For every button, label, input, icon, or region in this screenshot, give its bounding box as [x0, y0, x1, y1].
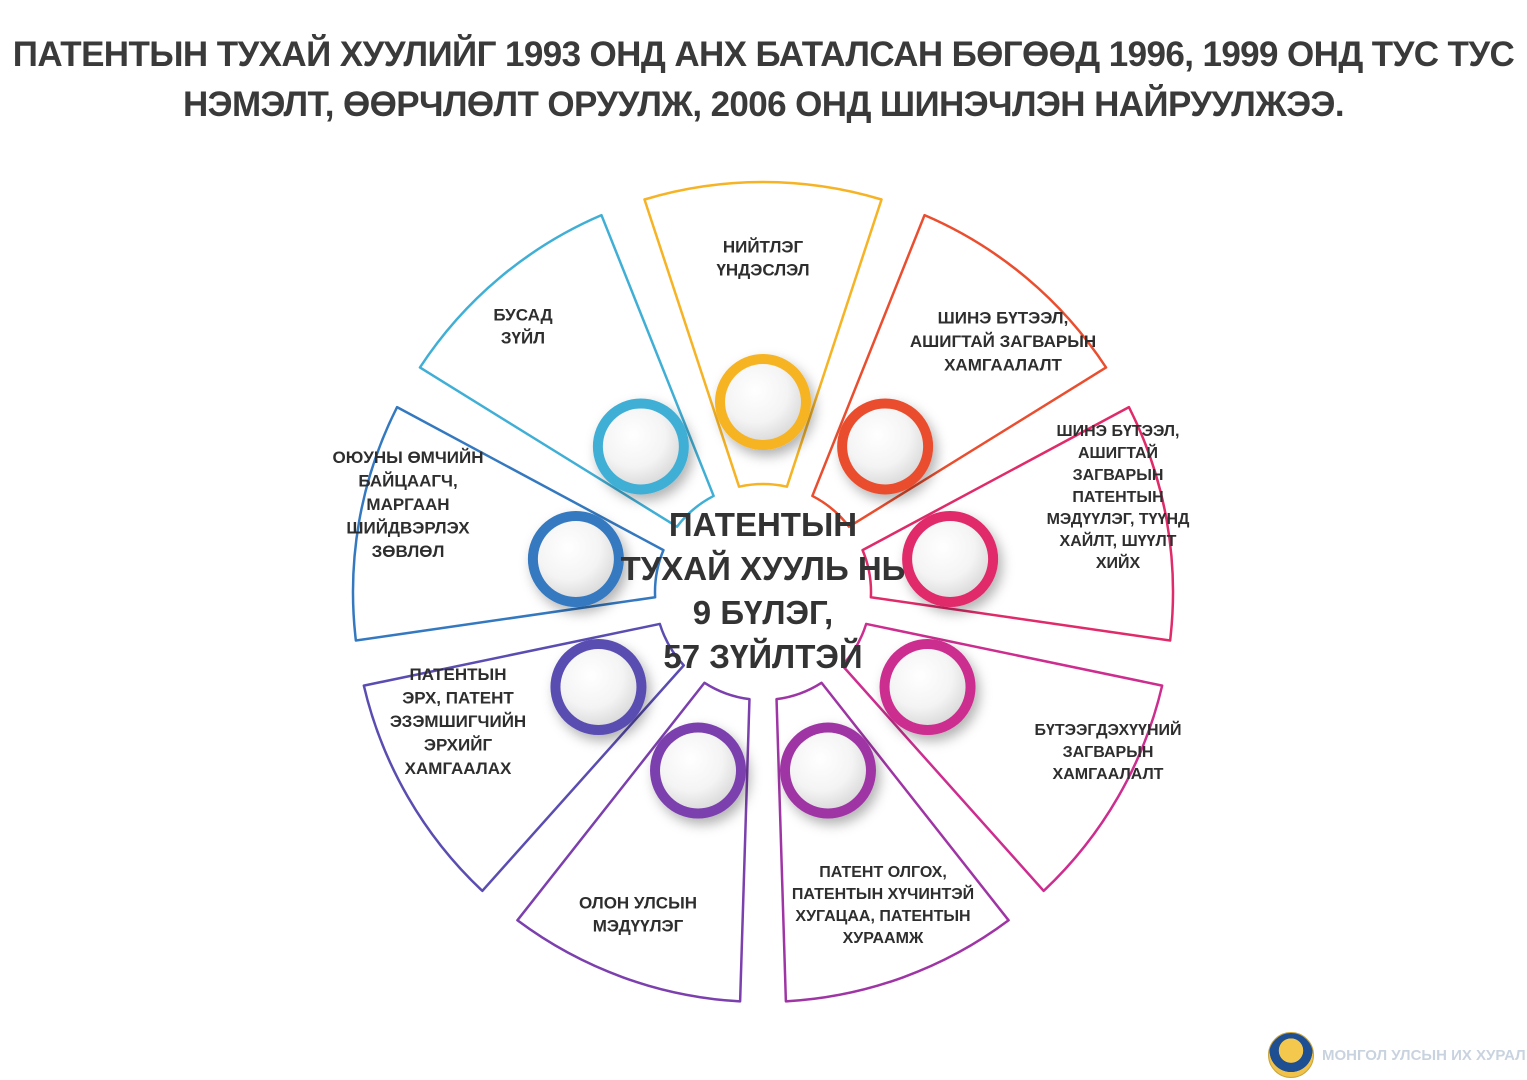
- segment-international-application: ОЛОН УЛСЫН МЭДҮҮЛЭГ: [516, 681, 751, 1003]
- emblem-icon: [1268, 1032, 1314, 1078]
- segment-patent-application-label-line: ЗАГВАРЫН: [1073, 467, 1164, 484]
- center-title-line: 57 ЗҮЙЛТЭЙ: [663, 637, 862, 675]
- segment-patent-application-label-line: МЭДҮҮЛЭГ, ТҮҮНД: [1047, 511, 1190, 528]
- segment-invention-protection-label-line: ШИНЭ БҮТЭЭЛ,: [938, 309, 1069, 328]
- center-title-line: ПАТЕНТЫН: [669, 506, 857, 543]
- segment-patent-obtaining-label-line: ХУГАЦАА, ПАТЕНТЫН: [795, 908, 970, 925]
- segment-invention-protection-knob: [847, 408, 924, 485]
- segment-patent-application-knob: [912, 521, 989, 598]
- segment-ip-examiner: ОЮУНЫ ӨМЧИЙН БАЙЦААГЧ, МАРГААН ШИЙДВЭРЛЭХ ЗӨ…: [332, 405, 665, 642]
- segment-international-application-label: ОЛОН УЛСЫН МЭДҮҮЛЭГ: [579, 893, 697, 935]
- segment-international-application-label-line: МЭДҮҮЛЭГ: [593, 917, 684, 936]
- segment-patent-application-label-line: ХИЙХ: [1096, 553, 1141, 572]
- center-title-line: 9 БҮЛЭГ,: [693, 594, 833, 631]
- headline: ПАТЕНТЫН ТУХАЙ ХУУЛИЙГ 1993 ОНД АНХ БАТА…: [0, 30, 1527, 130]
- center-title: ПАТЕНТЫН ТУХАЙ ХУУЛЬ НЬ 9 БҮЛЭГ, 57 ЗҮЙЛТЭЙ: [621, 506, 906, 675]
- segment-patent-rights-label: ПАТЕНТЫН ЭРХ, ПАТЕНТ ЭЗЭМШИГЧИЙН ЭРХИЙГ ХАМГ…: [390, 665, 526, 778]
- segment-international-application-knob: [660, 732, 737, 809]
- segment-international-application-label-line: ОЛОН УЛСЫН: [579, 893, 697, 912]
- segment-patent-rights-label-line: ХАМГААЛАХ: [405, 759, 512, 778]
- segments-layer: НИЙТЛЭГ ҮНДЭСЛЭЛ ШИНЭ БҮТЭЭЛ, АШИГТАЙ ЗАГВА…: [332, 180, 1190, 1003]
- segment-general-principles-label: НИЙТЛЭГ ҮНДЭСЛЭЛ: [716, 237, 809, 279]
- segment-patent-obtaining-knob: [789, 732, 866, 809]
- segment-patent-rights-label-line: ПАТЕНТЫН: [410, 665, 507, 684]
- segment-industrial-design-label-line: ЗАГВАРЫН: [1063, 744, 1154, 761]
- segment-patent-application-label-line: АШИГТАЙ: [1078, 443, 1158, 462]
- segment-invention-protection-label-line: АШИГТАЙ ЗАГВАРЫН: [910, 332, 1096, 351]
- parliament-logo: МОНГОЛ УЛСЫН ИХ ХУРАЛ: [1268, 1032, 1526, 1078]
- segment-patent-obtaining-label-line: ПАТЕНТ ОЛГОХ,: [819, 864, 947, 881]
- segment-patent-rights-knob: [560, 649, 637, 725]
- center-title-line: ТУХАЙ ХУУЛЬ НЬ: [621, 549, 906, 587]
- segment-patent-obtaining-label-line: ПАТЕНТЫН ХҮЧИНТЭЙ: [792, 884, 974, 903]
- segment-other-articles-label-line: ЗҮЙЛ: [501, 329, 545, 348]
- segment-patent-obtaining: ПАТЕНТ ОЛГОХ, ПАТЕНТЫН ХҮЧИНТЭЙ ХУГАЦАА, П…: [775, 681, 1010, 1003]
- segment-patent-application-label-line: ХАЙЛТ, ШҮҮЛТ: [1060, 531, 1177, 550]
- segment-invention-protection-label-line: ХАМГААЛАЛТ: [944, 355, 1062, 374]
- segment-ip-examiner-label-line: БАЙЦААГЧ,: [358, 472, 457, 491]
- segment-ip-examiner-label-line: ЗӨВЛӨЛ: [372, 542, 445, 561]
- center-title-text: ПАТЕНТЫН ТУХАЙ ХУУЛЬ НЬ 9 БҮЛЭГ, 57 ЗҮЙЛТЭЙ: [621, 506, 906, 675]
- segment-other-articles-label-line: БУСАД: [493, 305, 552, 324]
- segment-industrial-design-label: БҮТЭЭГДЭХҮҮНИЙ ЗАГВАРЫН ХАМГААЛАЛТ: [1034, 720, 1181, 783]
- segment-general-principles-knob: [725, 364, 801, 440]
- segment-patent-rights-label-line: ЭРХ, ПАТЕНТ: [402, 689, 514, 708]
- segment-ip-examiner-label-line: ШИЙДВЭРЛЭХ: [346, 518, 470, 537]
- headline-line-1: ПАТЕНТЫН ТУХАЙ ХУУЛИЙГ 1993 ОНД АНХ БАТА…: [12, 35, 1515, 74]
- segment-general-principles-label-line: НИЙТЛЭГ: [723, 237, 804, 256]
- segment-patent-obtaining-label-line: ХУРААМЖ: [843, 930, 924, 947]
- segment-patent-application-label-line: ПАТЕНТЫН: [1072, 489, 1163, 506]
- segment-invention-protection-label: ШИНЭ БҮТЭЭЛ, АШИГТАЙ ЗАГВАРЫН ХАМГААЛАЛТ: [910, 309, 1096, 375]
- headline-line-2: НЭМЭЛТ, ӨӨРЧЛӨЛТ ОРУУЛЖ, 2006 ОНД ШИНЭЧЛ…: [183, 85, 1345, 124]
- segment-general-principles-outline: [643, 180, 883, 488]
- segment-other-articles-label: БУСАД ЗҮЙЛ: [493, 305, 552, 347]
- segment-patent-rights-label-line: ЭЗЭМШИГЧИЙН: [390, 712, 526, 731]
- segment-general-principles-label-line: ҮНДЭСЛЭЛ: [716, 261, 809, 280]
- segment-ip-examiner-label-line: ОЮУНЫ ӨМЧИЙН: [332, 448, 483, 467]
- segment-ip-examiner-label: ОЮУНЫ ӨМЧИЙН БАЙЦААГЧ, МАРГААН ШИЙДВЭРЛЭХ ЗӨ…: [332, 448, 483, 561]
- segment-industrial-design-label-line: ХАМГААЛАЛТ: [1053, 766, 1164, 783]
- segment-industrial-design-knob: [889, 649, 966, 725]
- segment-ip-examiner-knob: [537, 521, 614, 598]
- segment-patent-application-label-line: ШИНЭ БҮТЭЭЛ,: [1057, 423, 1180, 440]
- watermark-text: МОНГОЛ УЛСЫН ИХ ХУРАЛ: [1322, 1046, 1526, 1064]
- segment-general-principles: НИЙТЛЭГ ҮНДЭСЛЭЛ: [643, 180, 883, 488]
- segment-industrial-design: БҮТЭЭГДЭХҮҮНИЙ ЗАГВАРЫН ХАМГААЛАЛТ: [840, 622, 1182, 893]
- segment-industrial-design-label-line: БҮТЭЭГДЭХҮҮНИЙ: [1034, 720, 1181, 739]
- segment-patent-application: ШИНЭ БҮТЭЭЛ, АШИГТАЙ ЗАГВАРЫН ПАТЕНТЫН МЭДҮҮ…: [861, 405, 1190, 642]
- segment-other-articles: БУСАД ЗҮЙЛ: [418, 213, 715, 528]
- segment-patent-rights: ПАТЕНТЫН ЭРХ, ПАТЕНТ ЭЗЭМШИГЧИЙН ЭРХИЙГ ХАМГ…: [362, 622, 686, 893]
- segment-patent-rights-label-line: ЭРХИЙГ: [424, 735, 493, 754]
- segment-patent-obtaining-label: ПАТЕНТ ОЛГОХ, ПАТЕНТЫН ХҮЧИНТЭЙ ХУГАЦАА, П…: [792, 864, 974, 947]
- segment-other-articles-knob: [602, 408, 679, 485]
- segment-invention-protection: ШИНЭ БҮТЭЭЛ, АШИГТАЙ ЗАГВАРЫН ХАМГААЛАЛТ: [811, 213, 1108, 528]
- segment-patent-application-label: ШИНЭ БҮТЭЭЛ, АШИГТАЙ ЗАГВАРЫН ПАТЕНТЫН МЭДҮҮ…: [1047, 423, 1190, 572]
- segment-ip-examiner-label-line: МАРГААН: [366, 495, 449, 514]
